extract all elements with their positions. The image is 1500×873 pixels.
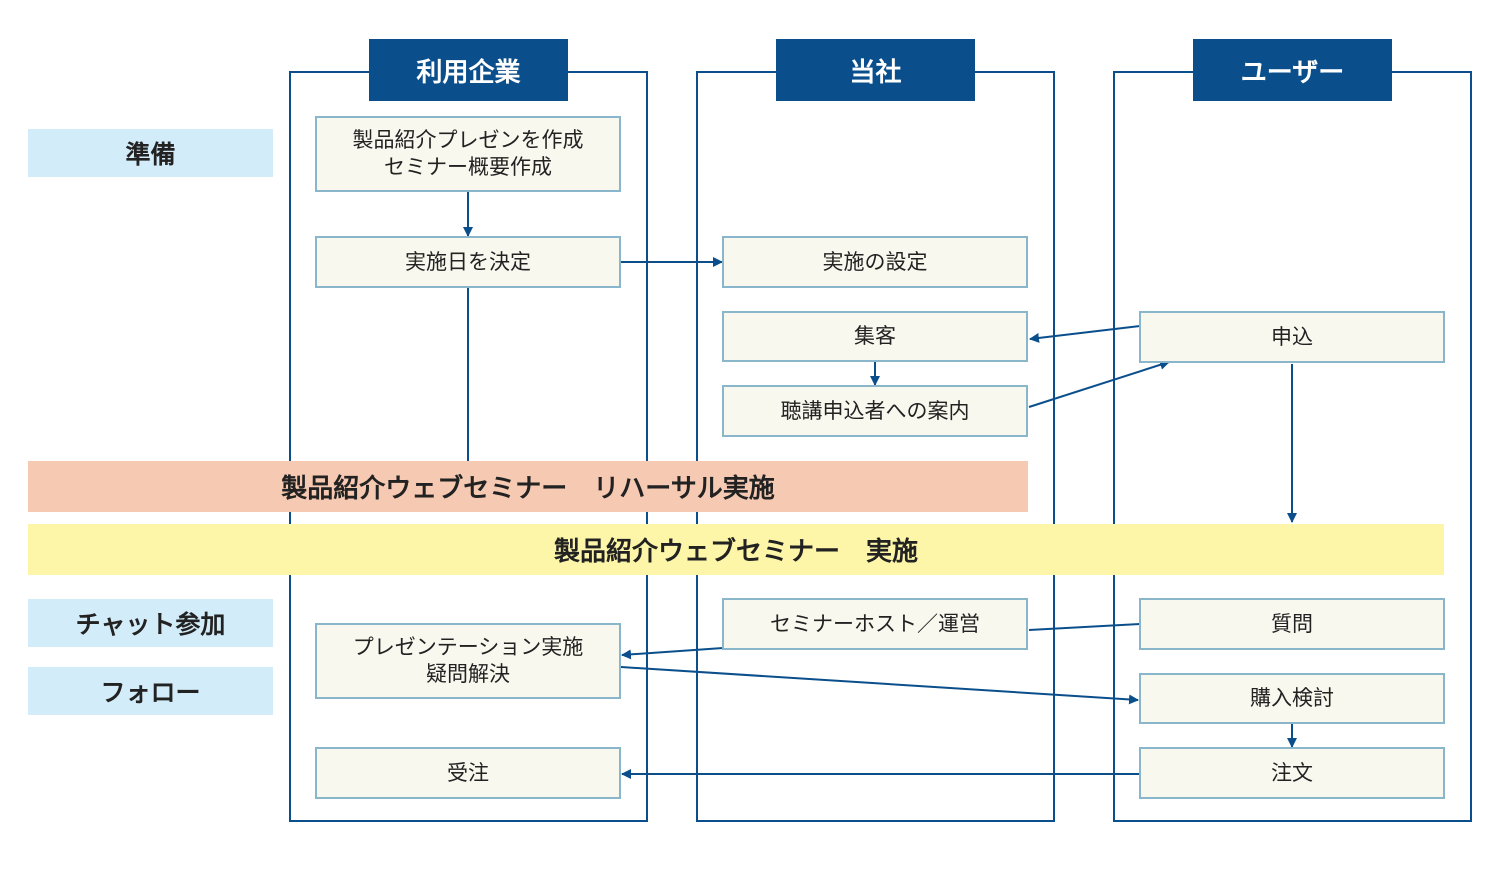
step-question: 質問 bbox=[1139, 598, 1445, 650]
arrow-present-to-consider bbox=[620, 666, 1139, 705]
step-decide-date: 実施日を決定 bbox=[315, 236, 621, 288]
band-rehearsal: 製品紹介ウェブセミナー リハーサル実施 bbox=[28, 461, 1028, 512]
step-consider: 購入検討 bbox=[1139, 673, 1445, 724]
phase-label-chat: チャット参加 bbox=[28, 599, 273, 647]
step-present-line1: プレゼンテーション実施 bbox=[352, 635, 584, 659]
phase-label-prep: 準備 bbox=[28, 129, 273, 177]
lane-header-us: 当社 bbox=[776, 39, 975, 101]
step-guide: 聴講申込者への案内 bbox=[722, 385, 1028, 437]
step-create-presentation-line1: 製品紹介プレゼンを作成 bbox=[352, 128, 584, 152]
arrow-apply-to-attract bbox=[1029, 325, 1141, 343]
phase-label-follow: フォロー bbox=[28, 667, 273, 715]
step-present: プレゼンテーション実施 疑問解決 bbox=[315, 623, 621, 699]
step-setup: 実施の設定 bbox=[722, 236, 1028, 288]
step-order: 注文 bbox=[1139, 747, 1445, 799]
band-seminar: 製品紹介ウェブセミナー 実施 bbox=[28, 524, 1444, 575]
step-present-line2: 疑問解決 bbox=[426, 662, 510, 686]
lane-header-user: ユーザー bbox=[1193, 39, 1392, 101]
lane-us bbox=[696, 71, 1055, 822]
step-host: セミナーホスト／運営 bbox=[722, 598, 1028, 650]
step-apply: 申込 bbox=[1139, 311, 1445, 363]
arrow-guide-to-apply bbox=[1028, 359, 1170, 408]
step-receive-order: 受注 bbox=[315, 747, 621, 799]
step-create-presentation-line2: セミナー概要作成 bbox=[384, 155, 552, 179]
lane-header-company: 利用企業 bbox=[369, 39, 568, 101]
line-question-to-host bbox=[1028, 623, 1141, 631]
step-create-presentation: 製品紹介プレゼンを作成 セミナー概要作成 bbox=[315, 116, 621, 192]
arrow-host-to-present bbox=[621, 647, 724, 660]
step-attract: 集客 bbox=[722, 311, 1028, 362]
